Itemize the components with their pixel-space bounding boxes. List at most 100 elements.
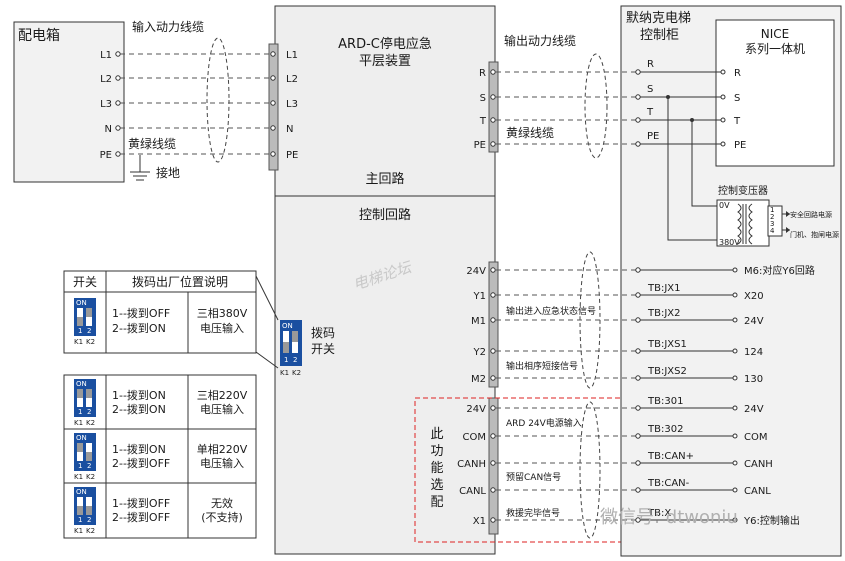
cabinet-control-end-4 xyxy=(732,375,738,381)
option-dip-2-on: ON xyxy=(76,488,87,496)
cabinet-wire-label-3: PE xyxy=(647,131,659,142)
ard-output-dot-1 xyxy=(490,94,496,100)
dip-callout-bottom xyxy=(255,351,279,369)
ard-control-terminal-6: COM xyxy=(463,432,486,443)
ard-control-dot-0 xyxy=(490,267,496,273)
dist-terminal-dot-2 xyxy=(115,100,121,106)
ard-input-dot-3 xyxy=(270,125,276,131)
dist-terminal-dot-1 xyxy=(115,75,121,81)
cabinet-right-label-5: 24V xyxy=(744,404,764,415)
ard-control-terminal-3: Y2 xyxy=(473,347,486,358)
device-dip-k1: K1 xyxy=(280,369,289,377)
option-dip-1-k1: K1 xyxy=(74,473,83,481)
ard-control-terminal-0: 24V xyxy=(466,266,486,277)
transformer-pin-3: 3 xyxy=(770,220,774,228)
option-0-line2: 2--拨到ON xyxy=(112,402,166,416)
input-cable-label: 输入动力线缆 xyxy=(132,19,204,34)
cabinet-right-label-6: COM xyxy=(744,432,767,443)
output-cable-label: 输出动力线缆 xyxy=(504,33,576,48)
ard-output-dot-2 xyxy=(490,117,496,123)
ard-main-circuit-box xyxy=(274,5,496,197)
tb-label-2: TB:JXS1 xyxy=(647,339,687,350)
option-1-line2: 2--拨到OFF xyxy=(112,456,170,470)
ard-input-terminal-3: N xyxy=(286,124,293,135)
option-dip-2-k1: K1 xyxy=(74,527,83,535)
table-dip-body xyxy=(74,298,96,336)
transformer-primary-coil xyxy=(737,203,742,245)
optional-char-3: 能 xyxy=(430,461,443,476)
cabinet-control-end-2 xyxy=(732,317,738,323)
cabinet-right-label-7: CANH xyxy=(744,459,773,470)
cabinet-wire-label-2: T xyxy=(646,107,654,118)
dip-switch-label-1: 拨码 xyxy=(311,326,335,340)
device-dip-k2: K2 xyxy=(292,369,301,377)
option-dip-2-n2: 2 xyxy=(87,516,91,524)
ard-input-terminal-1: L2 xyxy=(286,74,298,85)
ard-input-terminal-0: L1 xyxy=(286,50,298,61)
cabinet-input-dot-1 xyxy=(635,94,641,100)
cabinet-control-end-7 xyxy=(732,460,738,466)
dist-terminal-l3: L3 xyxy=(100,99,112,110)
device-dip-n2: 2 xyxy=(293,356,297,364)
transformer-out-door: 门机、抱闸电源 xyxy=(790,230,839,239)
table-dip-n1: 1 xyxy=(78,327,82,335)
tb-label-6: TB:CAN+ xyxy=(647,451,694,462)
cabinet-wire-label-1: S xyxy=(647,84,653,95)
output-terminal-strip xyxy=(488,61,499,153)
yellow-green-right-label: 黄绿线缆 xyxy=(506,125,554,140)
table-dip-n2: 2 xyxy=(87,327,91,335)
tb-label-3: TB:JXS2 xyxy=(647,366,687,377)
ard-output-terminal-3: PE xyxy=(474,140,486,151)
nice-drive-box xyxy=(715,19,835,167)
ard-title-1: ARD-C停电应急 xyxy=(338,36,432,52)
option-1-value1: 单相220V xyxy=(197,443,248,456)
option-dip-0-body xyxy=(74,379,96,417)
option-2-value2: (不支持) xyxy=(201,510,243,524)
cabinet-control-dot-5 xyxy=(635,405,641,411)
transformer-feed-s xyxy=(667,97,717,241)
nice-terminal-dot-2 xyxy=(720,117,726,123)
option-0-value2: 电压输入 xyxy=(200,402,244,416)
cabinet-control-end-5 xyxy=(732,405,738,411)
ard-control-terminal-9: X1 xyxy=(473,516,486,527)
table-dip-k1: K1 xyxy=(74,338,83,346)
nice-terminal-2: T xyxy=(733,116,741,127)
ard-input-dot-2 xyxy=(270,100,276,106)
main-circuit-label: 主回路 xyxy=(365,171,404,187)
ard-input-dot-4 xyxy=(270,151,276,157)
option-2-value1: 无效 xyxy=(211,496,233,510)
device-dip-switch: ON 1 2 xyxy=(280,320,302,366)
yellow-green-left-label: 黄绿线缆 xyxy=(128,136,176,151)
output-cable-bundle xyxy=(584,53,608,159)
optional-char-1: 此 xyxy=(430,427,443,442)
transformer-pin-1: 1 xyxy=(770,206,774,214)
optional-char-4: 选 xyxy=(430,478,443,493)
option-1-line1: 1--拨到ON xyxy=(112,442,166,456)
ard-control-circuit-box xyxy=(274,195,496,555)
option-dip-0-on: ON xyxy=(76,380,87,388)
cabinet-right-label-3: 124 xyxy=(744,347,763,358)
signal-status-label: 输出进入应急状态信号 xyxy=(506,305,596,317)
cabinet-title-2: 控制柜 xyxy=(640,28,679,43)
nice-terminal-3: PE xyxy=(734,140,746,151)
cabinet-input-dot-3 xyxy=(635,141,641,147)
dip-switch-label-2: 开关 xyxy=(311,342,335,356)
option-dip-2-n1: 1 xyxy=(78,516,82,524)
cabinet-control-end-3 xyxy=(732,348,738,354)
ard-output-terminal-2: T xyxy=(479,116,487,127)
dist-terminal-dot-4 xyxy=(115,151,121,157)
ard-output-terminal-1: S xyxy=(480,93,486,104)
dist-terminal-dot-0 xyxy=(115,51,121,57)
nice-terminal-dot-0 xyxy=(720,69,726,75)
ard-output-terminal-0: R xyxy=(479,68,486,79)
ard-output-dot-0 xyxy=(490,69,496,75)
option-dip-1-body xyxy=(74,433,96,471)
tb-label-1: TB:JX2 xyxy=(647,308,681,319)
input-cable-bundle xyxy=(206,37,230,163)
table-dip-on: ON xyxy=(76,299,87,307)
cabinet-control-end-6 xyxy=(732,433,738,439)
table-dip-k2: K2 xyxy=(86,338,95,346)
ard-input-terminal-2: L3 xyxy=(286,99,298,110)
ard-control-terminal-5: 24V xyxy=(466,404,486,415)
